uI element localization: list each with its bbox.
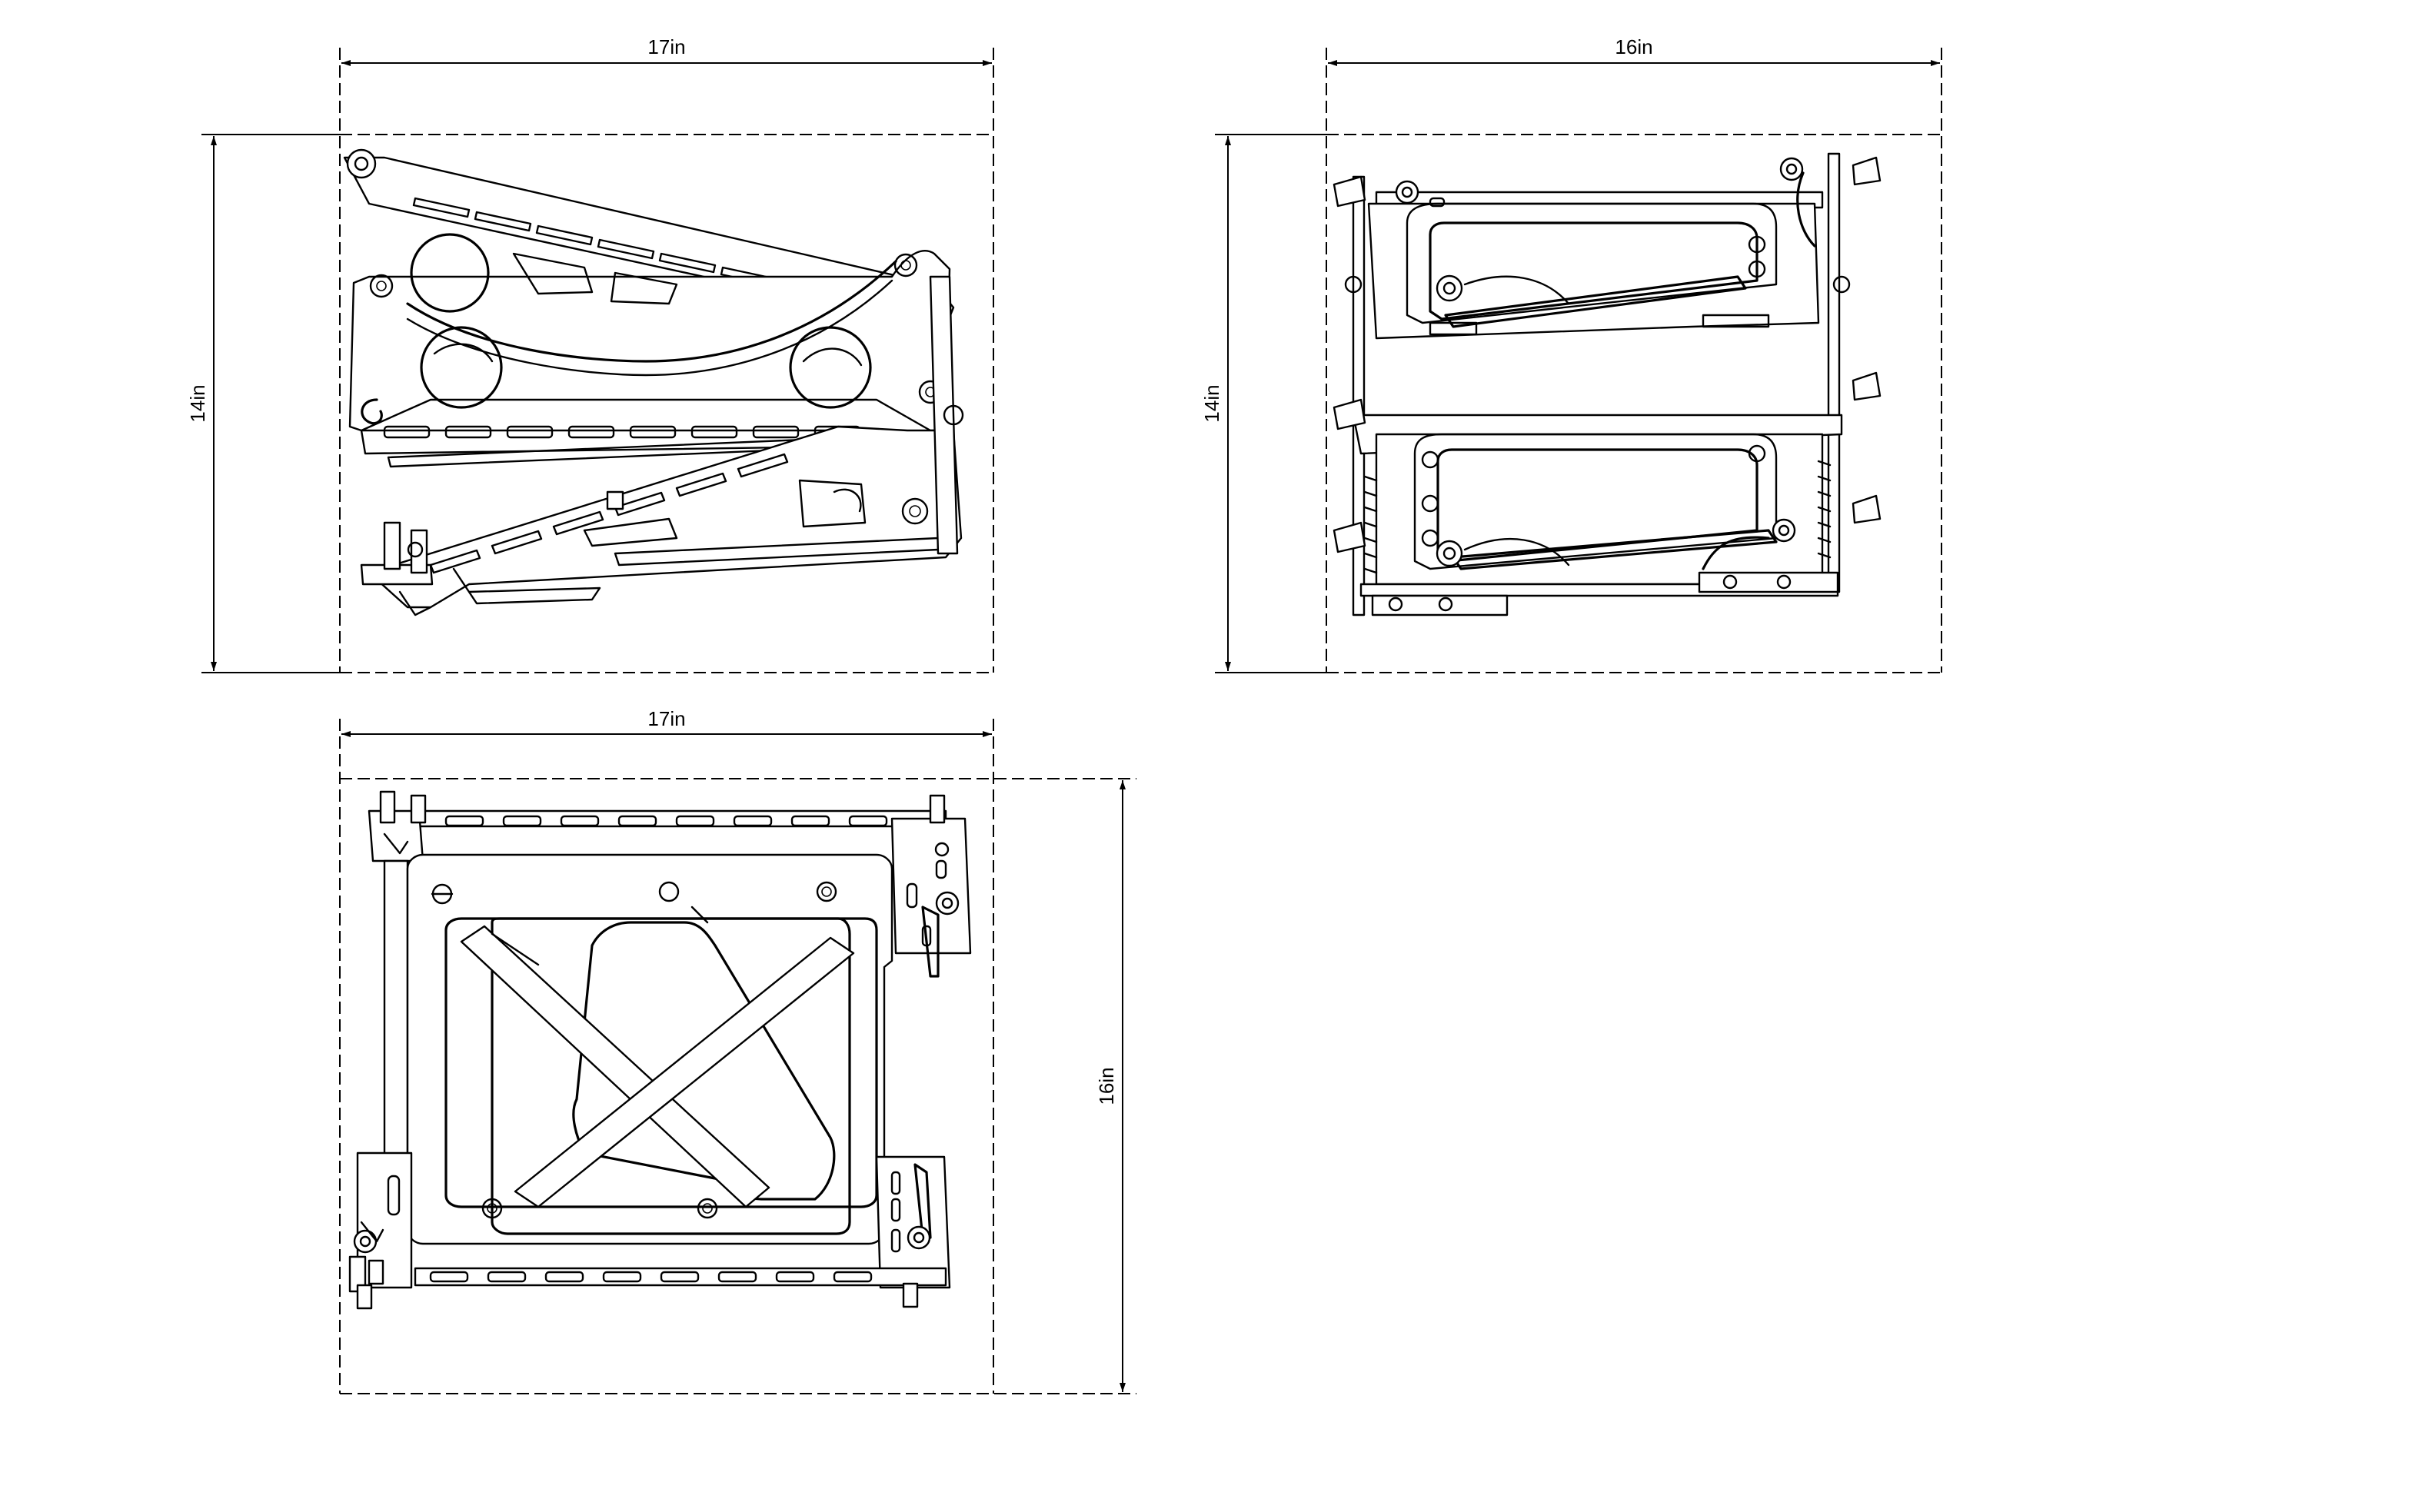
- side-view-rack-drawing: [343, 148, 964, 616]
- end-view-rack-drawing: [1333, 152, 1882, 616]
- side-view: 17in 14in: [186, 35, 994, 673]
- side-view-bounding-box: [201, 48, 994, 673]
- top-view-bounding-box: [339, 719, 1136, 1394]
- top-view-width-dimension: 17in: [341, 707, 992, 737]
- end-view-width-label: 16in: [1615, 35, 1652, 58]
- end-view-height-dimension: 14in: [1200, 136, 1231, 671]
- side-view-height-label: 14in: [186, 384, 209, 422]
- side-view-width-dimension: 17in: [341, 35, 992, 66]
- end-view-width-dimension: 16in: [1328, 35, 1940, 66]
- side-view-width-label: 17in: [647, 35, 685, 58]
- top-view-height-label: 16in: [1095, 1067, 1118, 1105]
- end-view-bounding-box: [1215, 48, 1942, 673]
- side-view-height-dimension: 14in: [186, 136, 217, 671]
- top-view-width-label: 17in: [647, 707, 685, 730]
- top-view: 17in 16in: [339, 707, 1136, 1394]
- top-view-height-dimension: 16in: [1095, 780, 1126, 1392]
- end-view: 16in 14in: [1200, 35, 1942, 673]
- end-view-height-label: 14in: [1200, 384, 1223, 422]
- top-view-rack-drawing: [348, 790, 972, 1310]
